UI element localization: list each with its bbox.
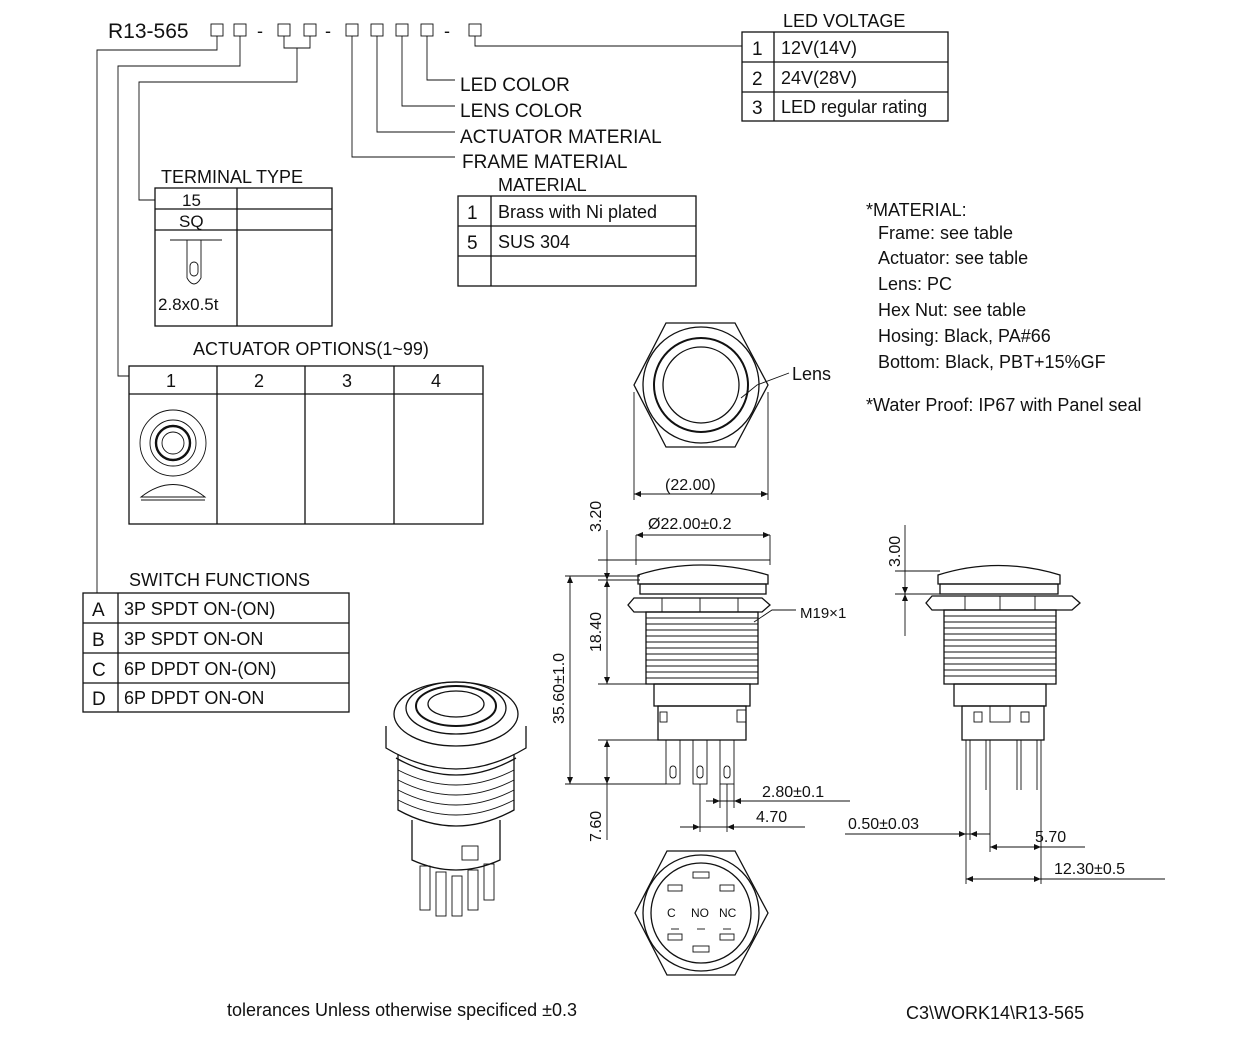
front-thread: M19×1 xyxy=(800,605,846,622)
front-thread-length: 18.40 xyxy=(588,612,605,652)
material-notes: *MATERIAL: Frame: see table Actuator: se… xyxy=(866,200,1141,415)
switch-function-value: 3P SPDT ON-ON xyxy=(124,629,263,649)
bottom-label-nc: NC xyxy=(719,906,737,920)
side-pin-spacing: 5.70 xyxy=(1035,829,1066,846)
material-code: 5 xyxy=(467,233,478,254)
actuator-options-title: ACTUATOR OPTIONS(1~99) xyxy=(193,339,429,359)
file-path: C3\WORK14\R13-565 xyxy=(906,1003,1084,1023)
led-voltage-value: 24V(28V) xyxy=(781,68,857,88)
terminal-type-title: TERMINAL TYPE xyxy=(161,167,303,187)
switch-function-code: B xyxy=(92,630,105,651)
material-code: 1 xyxy=(467,203,478,224)
side-head-height: 3.00 xyxy=(887,536,904,567)
front-head-height: 3.20 xyxy=(588,501,605,532)
side-pin-span: 12.30±0.5 xyxy=(1054,861,1125,878)
bottom-view: C NO NC xyxy=(634,850,769,976)
material-note-line: Hosing: Black, PA#66 xyxy=(878,326,1051,346)
material-note-line: Frame: see table xyxy=(878,223,1013,243)
material-title: MATERIAL xyxy=(498,175,587,195)
water-proof-note: *Water Proof: IP67 with Panel seal xyxy=(866,395,1141,415)
switch-function-value: 6P DPDT ON-ON xyxy=(124,688,264,708)
material-note-line: Hex Nut: see table xyxy=(878,300,1026,320)
actuator-option-column: 1 xyxy=(166,371,176,391)
led-voltage-code: 1 xyxy=(752,39,763,60)
led-voltage-title: LED VOLTAGE xyxy=(783,11,905,31)
switch-function-code: D xyxy=(92,689,106,710)
part-code-prefix: R13-565 xyxy=(108,20,189,43)
actuator-option-column: 3 xyxy=(342,371,352,391)
switch-functions-title: SWITCH FUNCTIONS xyxy=(129,570,310,590)
lens-label: Lens xyxy=(792,364,831,384)
terminal-type-row: 15 xyxy=(182,191,201,210)
actuator-button-icon xyxy=(139,409,207,501)
material-value: SUS 304 xyxy=(498,232,570,252)
switch-function-value: 6P DPDT ON-(ON) xyxy=(124,659,276,679)
frame-material-label: FRAME MATERIAL xyxy=(462,152,627,173)
switch-function-code: C xyxy=(92,660,106,681)
actuator-material-label: ACTUATOR MATERIAL xyxy=(460,127,662,148)
front-diameter: Ø22.00±0.2 xyxy=(648,516,732,533)
tolerance-note: tolerances Unless otherwise specificed ±… xyxy=(227,1000,577,1020)
actuator-option-column: 4 xyxy=(431,371,441,391)
material-notes-heading: *MATERIAL: xyxy=(866,200,967,220)
side-view: 3.00 0.50±0.03 5.70 12.30±0.5 xyxy=(845,525,1165,884)
front-overall-height: 35.60±1.0 xyxy=(551,653,568,724)
front-terminal-length: 7.60 xyxy=(588,811,605,842)
code-separator: - xyxy=(325,21,331,41)
material-note-line: Bottom: Black, PBT+15%GF xyxy=(878,352,1106,372)
led-voltage-table: LED VOLTAGE 1 12V(14V) 2 24V(28V) 3 LED … xyxy=(741,11,949,122)
switch-function-value: 3P SPDT ON-(ON) xyxy=(124,599,275,619)
actuator-option-column: 2 xyxy=(254,371,264,391)
code-leader-lines xyxy=(96,36,742,593)
bottom-label-c: C xyxy=(667,906,676,920)
front-terminal-pitch: 4.70 xyxy=(756,809,787,826)
side-terminal-thickness: 0.50±0.03 xyxy=(848,816,919,833)
led-voltage-value: LED regular rating xyxy=(781,97,927,117)
material-value: Brass with Ni plated xyxy=(498,202,657,222)
material-note-line: Lens: PC xyxy=(878,274,952,294)
front-view: Ø22.00±0.2 M19×1 xyxy=(551,501,850,842)
terminal-type-table: TERMINAL TYPE 15 SQ 2.8x0.5t xyxy=(154,167,333,327)
terminal-dimension: 2.8x0.5t xyxy=(158,295,219,314)
led-voltage-value: 12V(14V) xyxy=(781,38,857,58)
isometric-view xyxy=(385,681,527,917)
material-table: MATERIAL 1 Brass with Ni plated 5 SUS 30… xyxy=(457,175,697,287)
actuator-options-table: ACTUATOR OPTIONS(1~99) 1 2 3 4 xyxy=(128,339,484,525)
bottom-label-no: NO xyxy=(691,906,709,920)
led-voltage-code: 3 xyxy=(752,98,763,119)
switch-function-code: A xyxy=(92,600,105,621)
front-terminals xyxy=(665,739,735,785)
terminal-pin-icon xyxy=(170,239,222,285)
led-color-label: LED COLOR xyxy=(460,75,570,96)
terminal-type-row: SQ xyxy=(179,212,204,231)
front-terminal-width: 2.80±0.1 xyxy=(762,784,824,801)
code-separator: - xyxy=(444,21,450,41)
top-view: Lens (22.00) xyxy=(633,322,831,500)
top-view-width: (22.00) xyxy=(665,477,716,494)
led-voltage-code: 2 xyxy=(752,69,763,90)
code-separator: - xyxy=(257,21,263,41)
material-note-line: Actuator: see table xyxy=(878,248,1028,268)
switch-functions-table: SWITCH FUNCTIONS A 3P SPDT ON-(ON) B 3P … xyxy=(82,570,350,713)
lens-color-label: LENS COLOR xyxy=(460,101,582,122)
part-code: R13-565 - - - xyxy=(108,20,482,43)
